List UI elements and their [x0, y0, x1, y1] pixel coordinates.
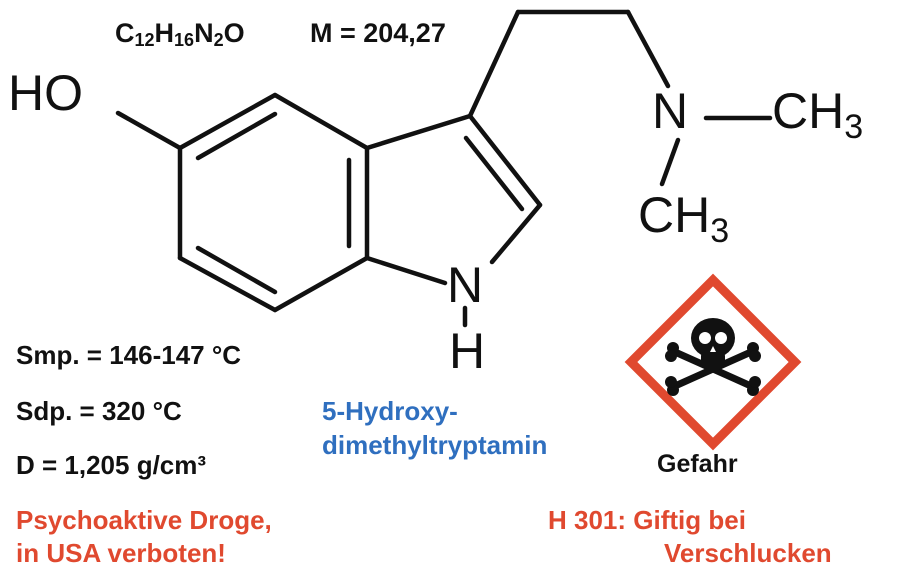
atom-ch3-top: CH3	[772, 82, 863, 147]
ch3-sub: 3	[844, 108, 864, 146]
molecular-formula: C12H16N2O	[115, 18, 245, 51]
boiling-point: Sdp. = 320 °C	[16, 396, 182, 426]
bond	[364, 113, 473, 151]
formula-h-count: 16	[174, 30, 195, 50]
ch3-c: CH	[638, 187, 711, 243]
compound-name-line2: dimethyltryptamin	[322, 430, 548, 460]
bond	[177, 255, 278, 313]
bond	[115, 110, 183, 151]
formula-o: O	[223, 18, 245, 48]
bond	[489, 202, 543, 265]
atom-nh-n: N	[447, 257, 484, 313]
bond	[467, 9, 521, 119]
warning-line1: Psychoaktive Droge,	[16, 505, 272, 535]
atom-n-amine: N	[652, 83, 689, 139]
bond	[625, 9, 671, 89]
bond	[364, 255, 448, 286]
bond	[177, 92, 278, 151]
atom-ho: HO	[8, 65, 83, 121]
ch3-c: CH	[772, 83, 845, 139]
density: D = 1,205 g/cm³	[16, 450, 207, 480]
molar-mass: M = 204,27	[310, 18, 446, 48]
formula-n-count: 2	[213, 30, 224, 50]
bond	[272, 255, 370, 313]
hazard-pictogram	[624, 273, 802, 451]
signal-word: Gefahr	[657, 450, 738, 478]
hazard-statement-line2: Verschlucken	[664, 538, 832, 568]
hazard-statement-line1: H 301: Giftig bei	[548, 505, 746, 535]
formula-n: N	[194, 18, 214, 48]
skull-crossbones-icon	[665, 318, 761, 396]
formula-c: C	[115, 18, 135, 48]
formula-h: H	[154, 18, 175, 48]
bond-inner	[195, 245, 278, 295]
ch3-sub: 3	[710, 212, 730, 250]
warning-line2: in USA verboten!	[16, 538, 226, 568]
formula-c-count: 12	[134, 30, 155, 50]
melting-point: Smp. = 146-147 °C	[16, 340, 242, 370]
atom-ch3-bottom: CH3	[638, 186, 729, 251]
bond-inner	[195, 111, 278, 161]
bond	[467, 113, 543, 208]
atom-nh-h: H	[449, 323, 486, 379]
bond	[272, 92, 370, 151]
bond-inner	[463, 135, 525, 212]
compound-name-line1: 5-Hydroxy-	[322, 396, 458, 426]
bond	[659, 137, 681, 187]
